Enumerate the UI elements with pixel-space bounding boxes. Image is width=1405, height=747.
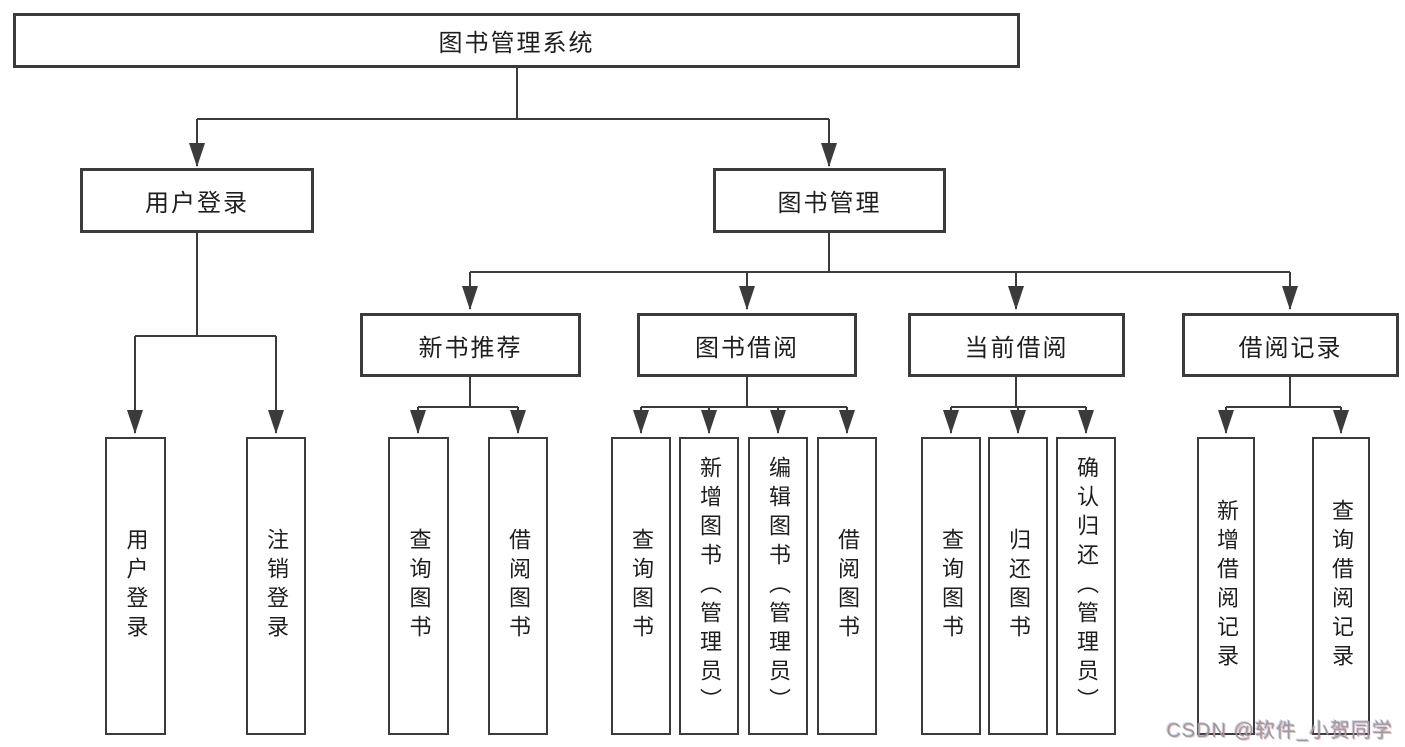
node-leaf-add-borrow-record-label: 新增借阅记录 [1214,499,1239,673]
node-root: 图书管理系统 [13,13,1020,68]
node-borrowing-records-label: 借阅记录 [1238,334,1343,362]
node-user-login-module: 用户登录 [80,168,314,233]
node-leaf-user-login-label: 用户登录 [123,528,149,644]
node-leaf-add-borrow-record: 新增借阅记录 [1197,437,1255,735]
node-root-label: 图书管理系统 [438,30,595,57]
node-leaf-borrow-book-label: 借阅图书 [835,528,860,644]
node-leaf-edit-book-admin-label: 编辑图书（管理员） [766,455,791,717]
node-new-book-recommend: 新书推荐 [360,313,581,377]
node-leaf-return-book: 归还图书 [988,437,1048,735]
node-current-borrowing-label: 当前借阅 [964,334,1069,362]
node-book-management: 图书管理 [713,168,946,233]
node-leaf-newbook-query-label: 查询图书 [406,528,432,644]
node-leaf-query-borrow-record: 查询借阅记录 [1312,437,1370,735]
node-leaf-newbook-borrow: 借阅图书 [488,437,548,735]
node-leaf-user-login: 用户登录 [105,437,166,735]
node-leaf-return-book-label: 归还图书 [1006,528,1031,644]
node-user-login-module-label: 用户登录 [145,190,249,217]
node-leaf-confirm-return-admin-label: 确认归还（管理员） [1074,455,1099,717]
node-leaf-add-book-admin: 新增图书（管理员） [679,437,739,735]
node-leaf-logout-label: 注销登录 [264,528,289,644]
node-leaf-query-borrow-record-label: 查询借阅记录 [1329,499,1354,673]
node-leaf-edit-book-admin: 编辑图书（管理员） [748,437,808,735]
node-leaf-current-query: 查询图书 [921,437,981,735]
node-book-management-label: 图书管理 [777,190,882,217]
node-leaf-confirm-return-admin: 确认归还（管理员） [1056,437,1116,735]
node-current-borrowing: 当前借阅 [908,313,1125,377]
node-leaf-newbook-query: 查询图书 [388,437,449,735]
node-leaf-borrow-query-label: 查询图书 [629,528,654,644]
csdn-watermark: CSDN @软件_小贺同学 [1166,720,1393,742]
node-book-borrowing-label: 图书借阅 [695,334,799,362]
node-new-book-recommend-label: 新书推荐 [418,334,523,362]
node-leaf-borrow-book: 借阅图书 [817,437,877,735]
node-leaf-newbook-borrow-label: 借阅图书 [506,528,531,644]
node-borrowing-records: 借阅记录 [1182,313,1399,377]
node-book-borrowing: 图书借阅 [637,313,857,377]
node-leaf-borrow-query: 查询图书 [611,437,671,735]
node-leaf-current-query-label: 查询图书 [939,528,964,644]
node-leaf-add-book-admin-label: 新增图书（管理员） [697,455,722,717]
node-leaf-logout: 注销登录 [246,437,306,735]
